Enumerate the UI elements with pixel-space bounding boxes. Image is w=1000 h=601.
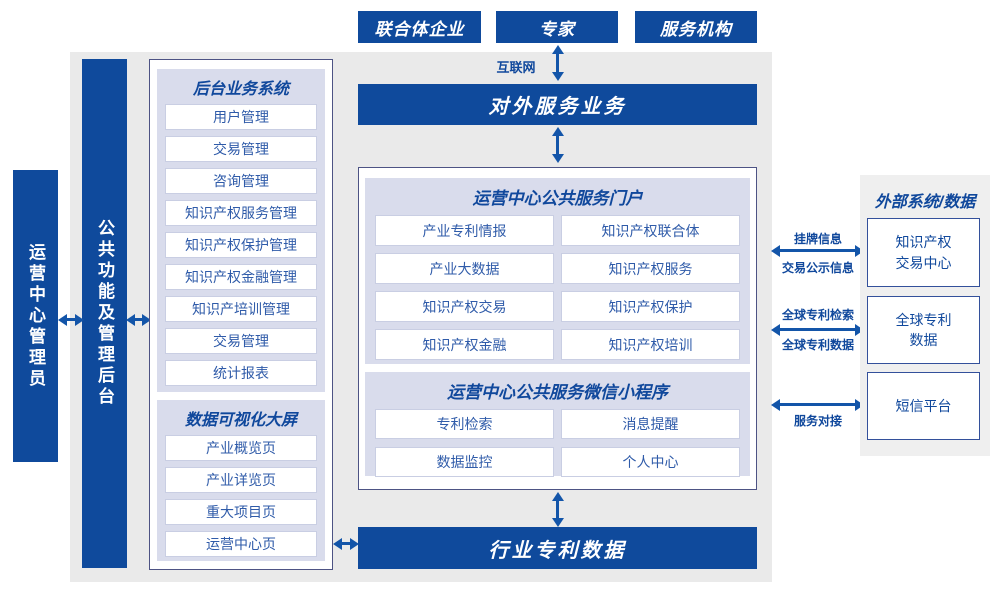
industry-patent-band: 行业专利数据 xyxy=(358,527,757,569)
miniprogram-item: 消息提醒 xyxy=(561,409,740,439)
portal-item: 产业大数据 xyxy=(375,253,554,284)
miniprogram-title: 运营中心公共服务微信小程序 xyxy=(447,383,668,402)
dashboard-title: 数据可视化大屏 xyxy=(184,412,297,429)
portal-item: 知识产权培训 xyxy=(561,329,740,360)
backend-item: 知识产权保护管理 xyxy=(165,232,317,258)
double-arrow-backend-frame-icon xyxy=(135,318,142,321)
double-arrow-admin-backend-icon xyxy=(67,318,75,321)
backend-item: 知识产权服务管理 xyxy=(165,200,317,226)
dashboard-item: 运营中心页 xyxy=(165,531,317,557)
dashboard-item: 产业概览页 xyxy=(165,435,317,461)
portal-title: 运营中心公共服务门户 xyxy=(472,189,643,208)
miniprogram-item: 专利检索 xyxy=(375,409,554,439)
miniprogram-panel: 运营中心公共服务微信小程序 专利检索 消息提醒 数据监控 个人中心 xyxy=(365,372,750,477)
portal-item: 知识产权金融 xyxy=(375,329,554,360)
backend-item: 交易管理 xyxy=(165,328,317,354)
operations-admin-bar: 运营中心管理员 xyxy=(13,170,58,462)
ip-trade-center-box: 知识产权 交易中心 xyxy=(867,218,980,287)
global-patent-search-label: 全球专利检索 xyxy=(781,308,854,322)
portal-item: 知识产权保护 xyxy=(561,291,740,322)
actor-service-org-box: 服务机构 xyxy=(635,11,757,43)
trade-publicity-label: 交易公示信息 xyxy=(781,261,854,275)
double-arrow-global-patent-icon xyxy=(780,328,855,331)
dashboard-item: 重大项目页 xyxy=(165,499,317,525)
portal-item: 产业专利情报 xyxy=(375,215,554,246)
backend-item: 咨询管理 xyxy=(165,168,317,194)
listing-info-label: 挂牌信息 xyxy=(793,232,842,246)
backend-item: 知识产权金融管理 xyxy=(165,264,317,290)
global-patent-data-label: 全球专利数据 xyxy=(781,338,854,352)
portal-item: 知识产权联合体 xyxy=(561,215,740,246)
double-arrow-band-portal-icon xyxy=(556,136,559,154)
portal-frame: 运营中心公共服务门户 产业专利情报 知识产权联合体 产业大数据 知识产权服务 知… xyxy=(358,167,757,490)
actor-expert-box: 专家 xyxy=(496,11,618,43)
actor-consortium-box: 联合体企业 xyxy=(358,11,481,43)
public-function-backend-bar: 公共功能及管理后台 xyxy=(82,59,127,568)
service-connect-label: 服务对接 xyxy=(793,414,842,428)
double-arrow-frame-patent-icon xyxy=(342,542,350,545)
dashboard-panel: 数据可视化大屏 产业概览页 产业详览页 重大项目页 运营中心页 xyxy=(157,400,325,561)
portal-item: 知识产权交易 xyxy=(375,291,554,322)
backend-system-title: 后台业务系统 xyxy=(192,81,289,98)
double-arrow-internet-icon xyxy=(556,54,559,72)
backend-item: 用户管理 xyxy=(165,104,317,130)
backend-item: 知识产培训管理 xyxy=(165,296,317,322)
dashboard-item: 产业详览页 xyxy=(165,467,317,493)
internet-label: 互联网 xyxy=(496,60,536,75)
backend-frame: 后台业务系统 用户管理 交易管理 咨询管理 知识产权服务管理 知识产权保护管理 … xyxy=(149,59,333,570)
portal-panel: 运营中心公共服务门户 产业专利情报 知识产权联合体 产业大数据 知识产权服务 知… xyxy=(365,178,750,364)
miniprogram-item: 个人中心 xyxy=(561,447,740,477)
double-arrow-portal-patent-icon xyxy=(556,501,559,518)
backend-item: 交易管理 xyxy=(165,136,317,162)
double-arrow-sms-icon xyxy=(780,403,855,406)
double-arrow-trade-center-icon xyxy=(780,249,855,252)
external-systems-panel: 外部系统/数据 知识产权 交易中心 全球专利 数据 短信平台 xyxy=(860,175,990,456)
sms-platform-box: 短信平台 xyxy=(867,372,980,440)
global-patent-data-box: 全球专利 数据 xyxy=(867,296,980,364)
portal-item: 知识产权服务 xyxy=(561,253,740,284)
backend-system-panel: 后台业务系统 用户管理 交易管理 咨询管理 知识产权服务管理 知识产权保护管理 … xyxy=(157,69,325,392)
miniprogram-item: 数据监控 xyxy=(375,447,554,477)
external-service-band: 对外服务业务 xyxy=(358,84,757,125)
external-systems-title: 外部系统/数据 xyxy=(874,194,976,211)
backend-item: 统计报表 xyxy=(165,360,317,386)
